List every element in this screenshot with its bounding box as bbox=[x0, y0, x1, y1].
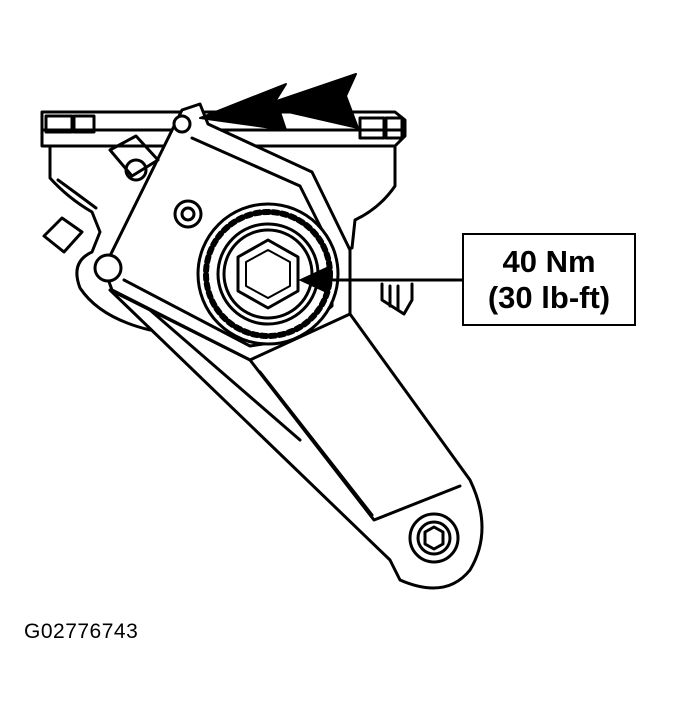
torque-lbft-label: (30 lb-ft) bbox=[487, 279, 611, 315]
torque-callout: 40 Nm (30 lb-ft) bbox=[462, 233, 636, 326]
direction-arrows bbox=[199, 73, 359, 131]
torque-nm-label: 40 Nm bbox=[502, 243, 596, 279]
lever-arm bbox=[108, 288, 484, 590]
callout-arrow bbox=[298, 265, 462, 295]
lever-end-bushing bbox=[408, 512, 460, 564]
figure-id: G02776743 bbox=[24, 620, 139, 643]
hex-nut bbox=[236, 238, 300, 310]
